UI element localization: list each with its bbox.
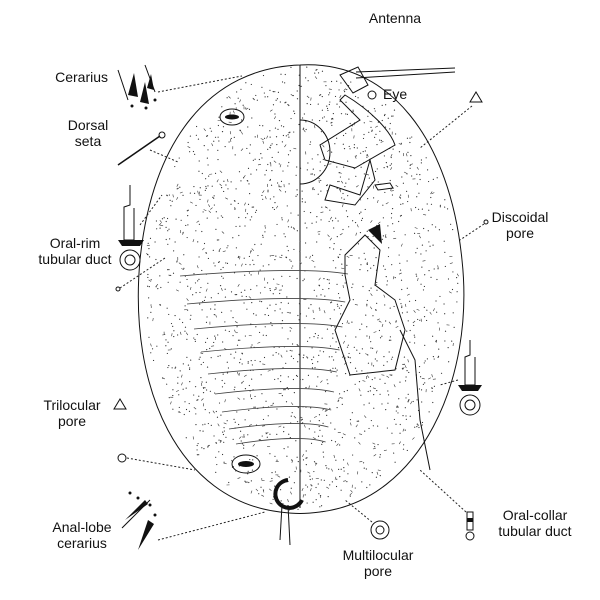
small-pore-icon bbox=[115, 286, 121, 292]
ostiole-opening bbox=[225, 114, 239, 120]
segment-line bbox=[221, 406, 332, 413]
multilocular-pore-icon bbox=[370, 520, 390, 540]
dorsal-seta-icon bbox=[117, 135, 161, 166]
anal-lobe-seta bbox=[279, 504, 283, 541]
segment-line bbox=[228, 423, 329, 430]
disc-pore-icon bbox=[117, 453, 127, 463]
label-text: pore bbox=[58, 413, 86, 429]
label-text: Oral-collar bbox=[503, 507, 568, 523]
label-text: tubular duct bbox=[498, 523, 571, 539]
label-text: Oral-rim bbox=[50, 235, 101, 251]
fore-leg bbox=[319, 94, 396, 169]
fore-leg-tarsus bbox=[324, 158, 376, 206]
posterior-ostiole bbox=[231, 454, 261, 474]
insect-body bbox=[137, 64, 465, 546]
antenna-base bbox=[339, 66, 369, 94]
discoidal-pore-icon bbox=[483, 219, 489, 225]
label-anal-lobe-cerarius: Anal-lobe cerarius bbox=[52, 491, 266, 551]
segment-line bbox=[193, 323, 343, 330]
segment-line bbox=[179, 270, 349, 277]
label-multilocular-pore: Multilocular pore bbox=[343, 499, 414, 579]
label-discoidal-pore: Discoidal pore bbox=[459, 209, 549, 241]
ventral-pore bbox=[374, 182, 394, 191]
label-oral-rim-duct: Oral-rim tubular duct bbox=[38, 185, 166, 292]
ostiole-opening bbox=[238, 461, 254, 467]
label-text: pore bbox=[506, 225, 534, 241]
segment-line bbox=[200, 346, 340, 353]
segment-line bbox=[214, 388, 335, 395]
seta-socket-icon bbox=[158, 131, 166, 139]
segment-line bbox=[235, 438, 326, 445]
body-outline bbox=[137, 64, 465, 514]
label-trilocular-pore: Trilocular pore bbox=[43, 397, 127, 429]
anterior-ostiole bbox=[219, 108, 245, 126]
antenna-segments bbox=[355, 67, 456, 79]
cerarius-icon bbox=[117, 64, 157, 110]
label-text: cerarius bbox=[57, 535, 107, 551]
label-dorsal-seta: Dorsal seta bbox=[68, 117, 179, 166]
label-text: seta bbox=[75, 133, 102, 149]
label-cerarius: Cerarius bbox=[55, 64, 243, 110]
anal-lobe-cerarius-icon bbox=[121, 491, 157, 550]
eye-icon bbox=[367, 90, 377, 100]
label-text: Trilocular bbox=[43, 397, 100, 413]
mouthparts bbox=[299, 119, 331, 185]
label-text: Multilocular bbox=[343, 547, 414, 563]
body-segments bbox=[179, 270, 349, 445]
segment-line bbox=[186, 298, 346, 305]
leader-line bbox=[419, 105, 473, 149]
trilocular-pore-icon bbox=[113, 398, 127, 410]
segment-line bbox=[207, 368, 337, 375]
label-eye: Eye bbox=[383, 86, 407, 102]
trilocular-pore-icon bbox=[469, 91, 483, 103]
oral-rim-duct-icon-right bbox=[439, 340, 482, 416]
body-stippling bbox=[146, 66, 459, 511]
anal-lobe-seta bbox=[287, 504, 291, 546]
spiracle bbox=[368, 224, 382, 244]
leader-line bbox=[126, 457, 196, 471]
label-antenna: Antenna bbox=[369, 10, 421, 26]
anal-ring bbox=[273, 478, 304, 510]
label-text: Discoidal bbox=[492, 209, 549, 225]
label-text: Dorsal bbox=[68, 117, 108, 133]
hind-leg bbox=[399, 329, 431, 471]
label-text: Anal-lobe bbox=[52, 519, 111, 535]
label-text: pore bbox=[364, 563, 392, 579]
label-text: Cerarius bbox=[55, 69, 108, 85]
oral-collar-duct-icon bbox=[465, 511, 475, 541]
label-oral-collar-duct: Oral-collar tubular duct bbox=[419, 469, 572, 541]
label-text: tubular duct bbox=[38, 251, 111, 267]
oral-rim-duct-icon bbox=[118, 185, 144, 271]
mid-leg bbox=[334, 234, 406, 376]
